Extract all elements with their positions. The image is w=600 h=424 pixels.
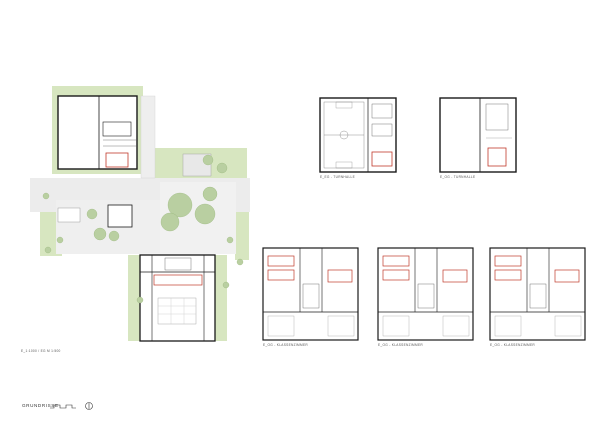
classroom-3-label: E_OG - KLASSENZIMMER	[490, 343, 535, 347]
classroom-floor-plan-2	[377, 247, 474, 341]
classroom-floor-plan-3	[489, 247, 586, 341]
scale-bar	[50, 404, 76, 409]
trees	[42, 154, 244, 304]
classroom-1-label: E_OG - KLASSENZIMMER	[263, 343, 308, 347]
gym-upper-floor-plan	[439, 97, 517, 173]
sheet-title: GRUNDRISSE	[22, 403, 59, 408]
gym-ground-label: E_EG - TURNHALLE	[320, 175, 356, 179]
site-plan-label: E_1:1000 / EG M 1:500	[21, 349, 61, 353]
gym-upper-label: E_OG - TURNHALLE	[440, 175, 476, 179]
school-building-plan	[139, 254, 216, 342]
north-arrow-icon	[85, 402, 93, 410]
classroom-floor-plan-1	[262, 247, 359, 341]
gymnasium-plan	[57, 95, 138, 170]
classroom-2-label: E_OG - KLASSENZIMMER	[378, 343, 423, 347]
site-plan	[30, 86, 250, 342]
gym-ground-floor-plan	[319, 97, 397, 173]
